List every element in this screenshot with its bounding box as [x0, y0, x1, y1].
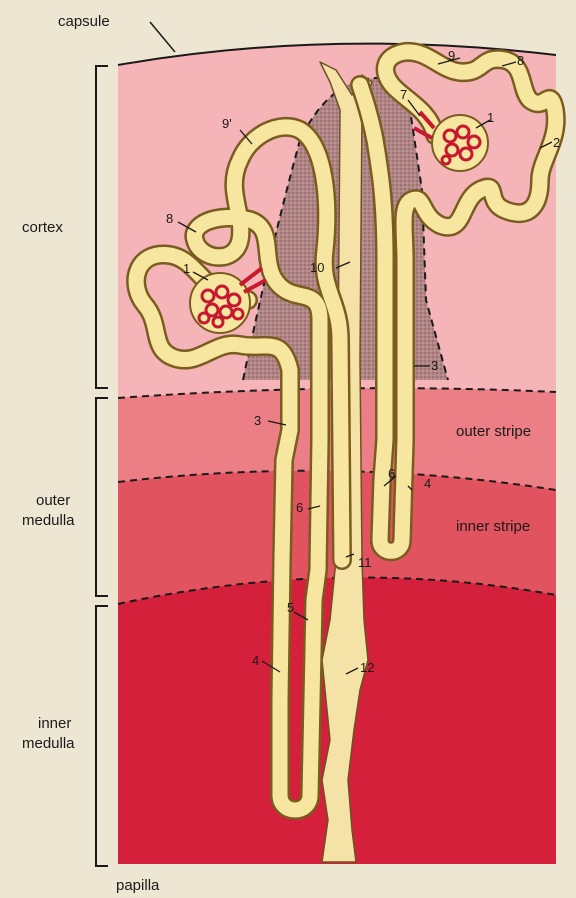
label-10: 10 — [310, 260, 324, 275]
label-11: 11 — [358, 555, 372, 570]
cortex-bracket — [96, 66, 108, 388]
inner-medulla-bracket — [96, 606, 108, 866]
outer-stripe-label: outer stripe — [456, 423, 531, 440]
label-6-right: 6 — [388, 466, 395, 481]
outer-medulla-bracket — [96, 398, 108, 596]
label-8-left: 8 — [166, 211, 173, 226]
label-2: 2 — [553, 135, 560, 150]
papilla-label: papilla — [116, 877, 160, 894]
label-3-right: 3 — [431, 358, 438, 373]
cortex-label: cortex — [22, 219, 63, 236]
inner-stripe-label: inner stripe — [456, 518, 530, 535]
inner-medulla-label-2: medulla — [22, 735, 75, 752]
label-1-left: 1 — [183, 261, 190, 276]
label-6-left: 6 — [296, 500, 303, 515]
label-8-top: 8 — [517, 53, 524, 68]
label-4-left: 4 — [252, 653, 259, 668]
label-4-right: 4 — [424, 476, 431, 491]
label-9-top: 9 — [448, 48, 455, 63]
label-3-left: 3 — [254, 413, 261, 428]
label-9-prime: 9' — [222, 116, 232, 131]
capsule-label: capsule — [58, 13, 110, 30]
region-brackets — [96, 66, 108, 866]
capsule-leader — [150, 22, 175, 52]
outer-medulla-label-1: outer — [36, 492, 70, 509]
outer-medulla-label-2: medulla — [22, 512, 75, 529]
label-5: 5 — [287, 600, 294, 615]
label-1-top: 1 — [487, 110, 494, 125]
label-7: 7 — [400, 87, 407, 102]
label-12: 12 — [360, 660, 374, 675]
inner-medulla-label-1: inner — [38, 715, 71, 732]
